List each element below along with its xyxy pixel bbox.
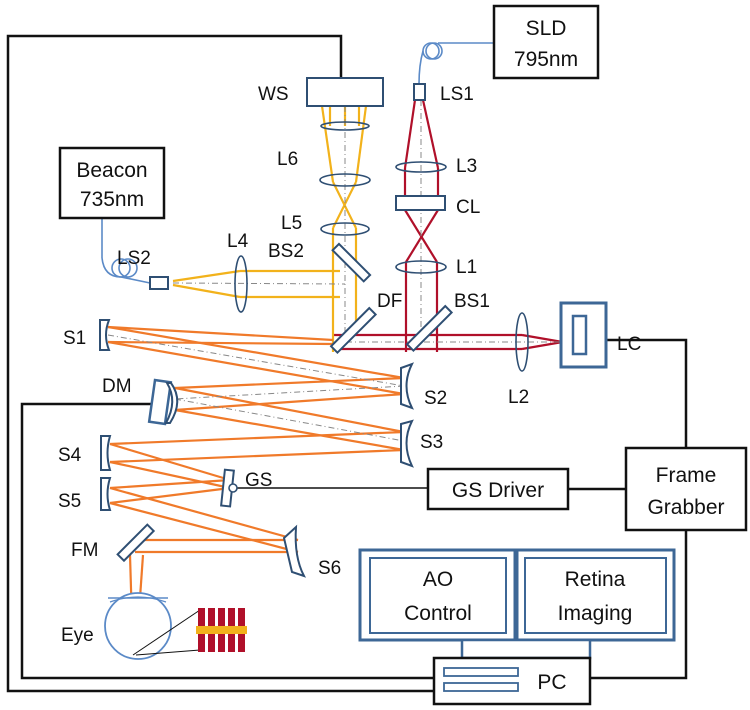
wire-lc-to-framegrabber <box>605 338 688 448</box>
spherical-mirrors <box>99 319 415 578</box>
s6-mirror <box>282 524 307 578</box>
df-plate <box>329 306 378 355</box>
label-fm: FM <box>71 540 98 561</box>
label-l2: L2 <box>508 387 529 408</box>
wire-pc-to-ws <box>6 34 447 693</box>
label-bs1: BS1 <box>454 291 490 312</box>
ls2-collimator <box>149 276 169 290</box>
ao-control-line1: AO <box>423 568 453 591</box>
label-l6: L6 <box>277 149 298 170</box>
optical-axis-centerlines <box>107 100 574 442</box>
wavefront-sensor <box>306 77 384 107</box>
beam-splitters <box>116 242 454 563</box>
pc-box: PC <box>432 638 592 706</box>
label-cl: CL <box>456 197 480 218</box>
label-s6: S6 <box>318 558 341 579</box>
label-df: DF <box>377 291 402 312</box>
sld-box: SLD 795nm <box>492 4 600 80</box>
dm-surface <box>164 382 179 424</box>
beacon-wavelength: 735nm <box>80 188 144 211</box>
line-camera <box>559 301 608 369</box>
label-l4: L4 <box>227 231 249 252</box>
retina-imaging-monitor: Retina Imaging <box>515 548 676 642</box>
label-s3: S3 <box>420 432 443 453</box>
label-gs: GS <box>245 470 272 491</box>
sld-fiber <box>418 42 494 85</box>
retina-cone-mosaic <box>196 608 247 652</box>
label-ws: WS <box>258 84 289 105</box>
cylindrical-lens <box>395 195 446 211</box>
label-s4: S4 <box>58 445 82 466</box>
label-dm: DM <box>102 376 132 397</box>
label-s2: S2 <box>424 388 447 409</box>
retina-imaging-line1: Retina <box>565 568 626 591</box>
label-bs2: BS2 <box>268 241 304 262</box>
label-l5: L5 <box>281 213 302 234</box>
s2-mirror <box>400 362 415 410</box>
s3-mirror <box>400 419 414 468</box>
label-eye: Eye <box>61 625 94 646</box>
label-s5: S5 <box>58 491 81 512</box>
s4-mirror <box>100 435 112 471</box>
galvo-scanner <box>220 468 238 508</box>
sld-label: SLD <box>526 17 567 40</box>
ao-control-monitor: AO Control <box>358 548 517 642</box>
wire-framegrabber-to-pc <box>590 530 688 680</box>
beacon-box: Beacon 735nm <box>58 146 166 220</box>
s1-mirror <box>99 319 111 351</box>
bs2-plate <box>331 242 372 283</box>
beacon-fiber <box>101 218 151 284</box>
wire-pc-to-dm <box>20 402 447 680</box>
label-l3: L3 <box>456 156 477 177</box>
gs-driver-box: GS Driver <box>426 467 570 511</box>
gs-driver-label: GS Driver <box>452 479 544 502</box>
lenses <box>234 121 529 372</box>
bs1-plate <box>405 304 454 353</box>
eye <box>104 592 201 660</box>
label-ls2: LS2 <box>117 248 151 269</box>
yellow-beam-beacon-and-ws <box>172 105 368 352</box>
s5-mirror <box>100 477 112 511</box>
retina-imaging-line2: Imaging <box>558 602 633 625</box>
ao-control-line2: Control <box>404 602 472 625</box>
label-s1: S1 <box>63 328 86 349</box>
label-l1: L1 <box>456 257 477 278</box>
frame-grabber-line1: Frame <box>656 464 717 487</box>
label-lc: LC <box>617 334 641 355</box>
sld-wavelength: 795nm <box>514 48 578 71</box>
frame-grabber-line2: Grabber <box>647 496 724 519</box>
fm-plate <box>116 523 156 563</box>
deformable-mirror <box>147 378 179 426</box>
label-ls1: LS1 <box>440 84 474 105</box>
beacon-label: Beacon <box>76 159 147 182</box>
ls1-collimator <box>413 83 426 101</box>
orange-beam-imaging-path <box>107 325 405 656</box>
pc-label: PC <box>537 671 566 694</box>
frame-grabber-box: Frame Grabber <box>624 446 748 532</box>
